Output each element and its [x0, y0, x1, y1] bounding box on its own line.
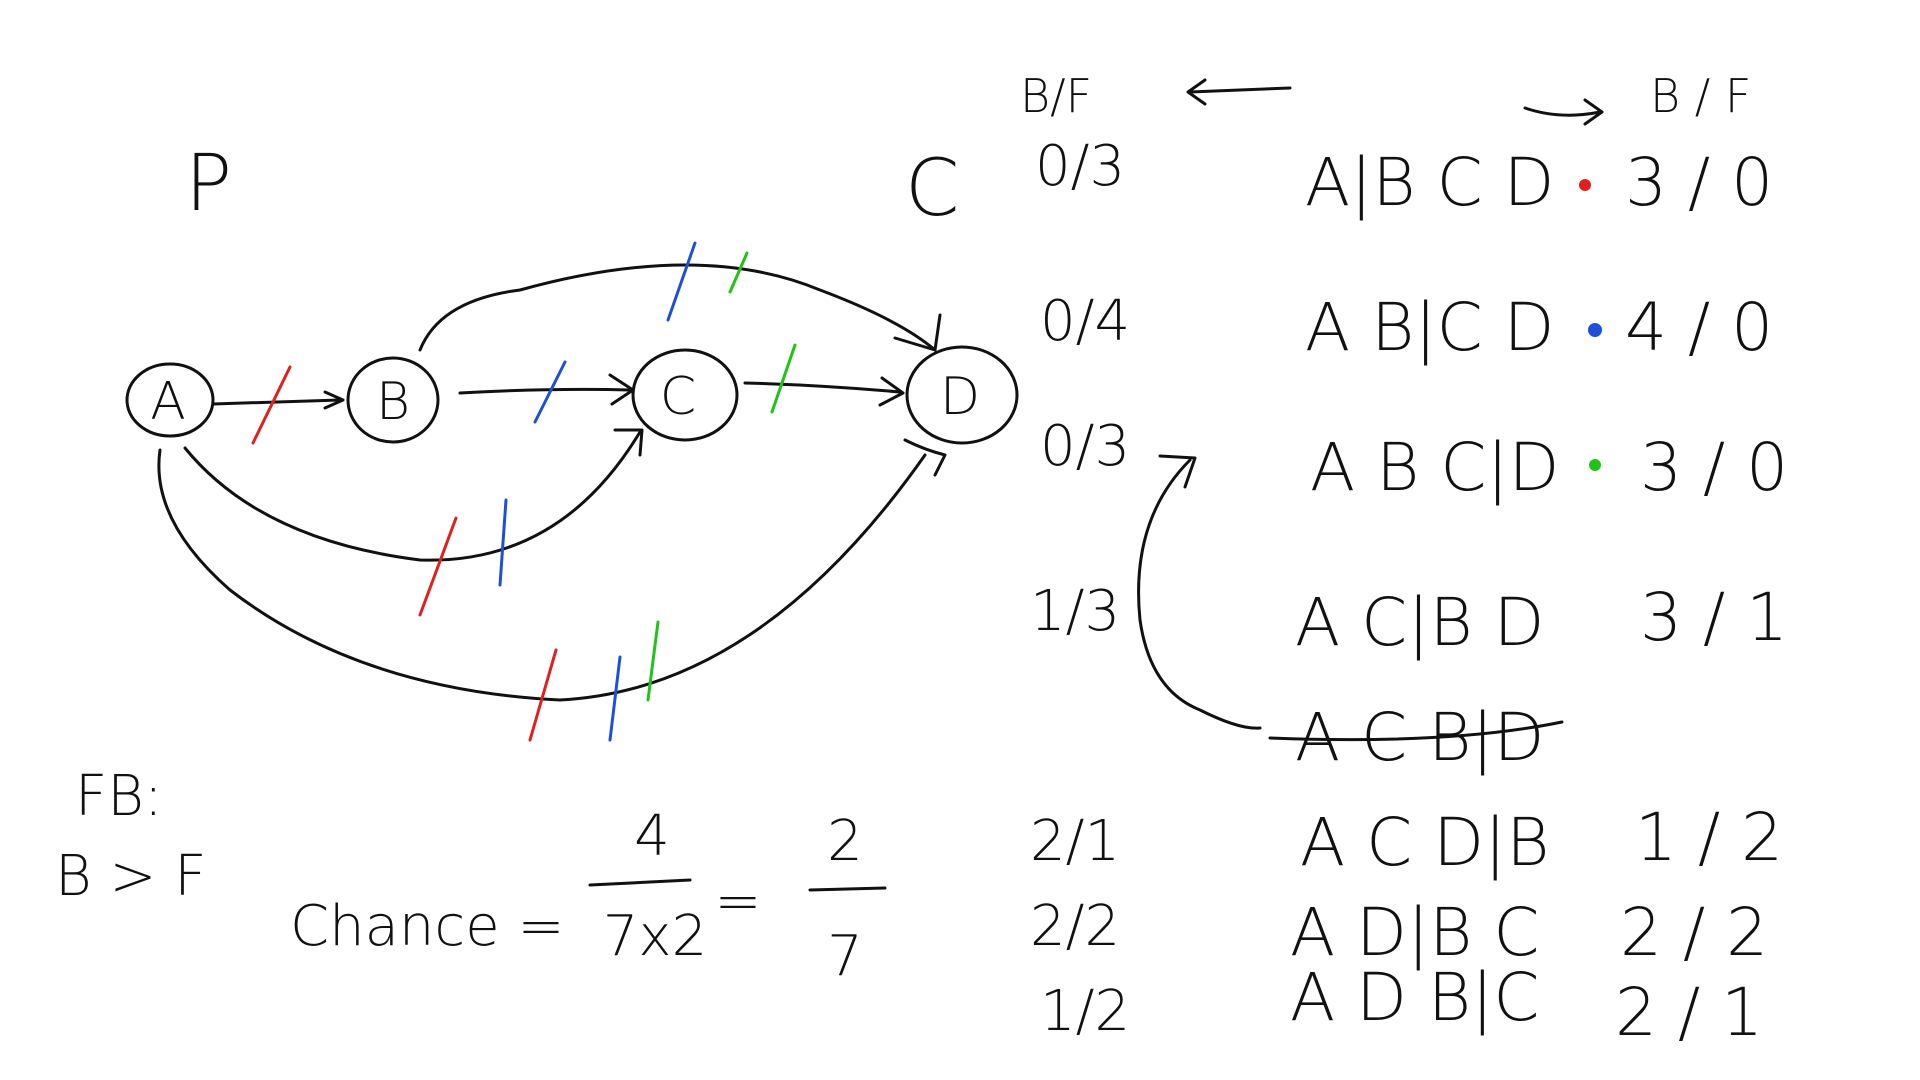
graph-nodes: A B C D: [125, 345, 1019, 445]
row-right-score: 4 / 0: [1625, 289, 1773, 366]
node-c-label: C: [660, 367, 696, 427]
cut-mark-red: [251, 365, 292, 445]
row-right-score: 2 / 1: [1615, 974, 1763, 1051]
cut-marks: [251, 241, 797, 742]
notes: FB: B > F: [55, 764, 206, 909]
row-left-score: 0/4: [1040, 289, 1130, 354]
arrow-right-icon: [1523, 98, 1604, 126]
formula-equals: =: [715, 869, 762, 934]
node-a: A: [125, 362, 215, 438]
table-row: 0/4 A B|C D 4 / 0: [1040, 289, 1773, 366]
header-right-label: B / F: [1650, 69, 1751, 123]
node-d-label: D: [940, 367, 980, 427]
node-a-label: A: [150, 372, 186, 432]
header-left-label: B/F: [1020, 69, 1092, 123]
edge-b-c: [458, 373, 635, 406]
row-right-score: 3 / 0: [1640, 429, 1788, 506]
cut-mark-green: [728, 251, 749, 294]
node-c: C: [631, 348, 739, 442]
row-right-score: 1 / 2: [1635, 799, 1783, 876]
row-cut: A C D|B: [1300, 804, 1549, 881]
curved-arrow-icon: [1137, 458, 1262, 730]
table-header: B/F B / F C: [905, 69, 1751, 234]
row-cut: A B C|D: [1310, 429, 1559, 506]
cuts-table: 0/3 A|B C D 3 / 0 0/4 A B|C D 4 / 0 0/3 …: [1030, 134, 1788, 1051]
table-row: 2/1 A C D|B 1 / 2: [1030, 799, 1783, 881]
fb-rule: B > F: [55, 844, 206, 909]
fb-label: FB:: [75, 764, 163, 829]
row-left-score: 0/3: [1035, 134, 1125, 199]
row-left-score: 1/2: [1040, 979, 1130, 1044]
row-left-score: 2/1: [1030, 809, 1120, 874]
row-cut: A|B C D: [1305, 144, 1554, 221]
table-row: 0/3 A B C|D 3 / 0: [1040, 414, 1788, 506]
table-row: 2/2 A D|B C 2 / 2: [1030, 894, 1768, 971]
table-row: 1/3 A C|B D 3 / 1: [1030, 579, 1788, 661]
node-b-label: B: [376, 372, 410, 432]
table-row: 1/2 A D B|C 2 / 1: [1040, 959, 1763, 1051]
strike-line: [1268, 720, 1564, 742]
row-cut: A C|B D: [1295, 584, 1544, 661]
cut-mark-red: [418, 516, 458, 617]
arrow-head-icon: [1158, 454, 1197, 489]
node-d: D: [905, 345, 1019, 445]
node-b: B: [346, 356, 440, 444]
arrow-left-icon: [1186, 78, 1292, 106]
formula-denominator-1: 7x2: [603, 904, 707, 969]
cut-mark-green: [646, 620, 660, 702]
cut-mark-blue: [533, 360, 567, 424]
edge-a-c: [183, 428, 644, 562]
row-cut: A B|C D: [1305, 289, 1554, 366]
cut-mark-blue: [666, 241, 697, 322]
dot-green: [1589, 459, 1601, 471]
row-cut: A D B|C: [1290, 959, 1539, 1036]
row-left-score: 2/2: [1030, 894, 1120, 959]
row-right-score: 3 / 1: [1640, 579, 1788, 656]
row-right-score: 2 / 2: [1620, 894, 1768, 971]
cut-mark-red: [528, 648, 558, 742]
edge-a-d: [157, 438, 947, 702]
row-right-score: 3 / 0: [1625, 144, 1773, 221]
cut-mark-green: [770, 343, 797, 414]
cut-mark-blue: [498, 498, 508, 587]
cut-mark-blue: [608, 655, 622, 742]
graph-title: P: [185, 139, 232, 229]
formula-numerator-2: 2: [827, 809, 863, 874]
dot-blue: [1588, 323, 1602, 337]
graph-edges: [157, 263, 947, 702]
formula-numerator-1: 4: [634, 804, 670, 869]
row-left-score: 0/3: [1040, 414, 1130, 479]
formula-label: Chance =: [290, 894, 564, 959]
chance-formula: Chance = 4 7x2 = 2 7: [290, 804, 887, 989]
table-row-struck: A C B|D: [1268, 699, 1564, 776]
edge-c-d: [743, 376, 905, 407]
table-row: 0/3 A|B C D 3 / 0: [1035, 134, 1773, 221]
c-label: C: [905, 144, 959, 234]
edge-a-b: [211, 390, 345, 410]
formula-denominator-2: 7: [827, 924, 863, 989]
dot-red: [1579, 179, 1591, 191]
row-cut: A D|B C: [1290, 894, 1539, 971]
row-left-score: 1/3: [1030, 579, 1120, 644]
edge-b-d: [418, 263, 942, 352]
fraction-bar: [808, 886, 887, 892]
fraction-bar: [588, 878, 692, 887]
